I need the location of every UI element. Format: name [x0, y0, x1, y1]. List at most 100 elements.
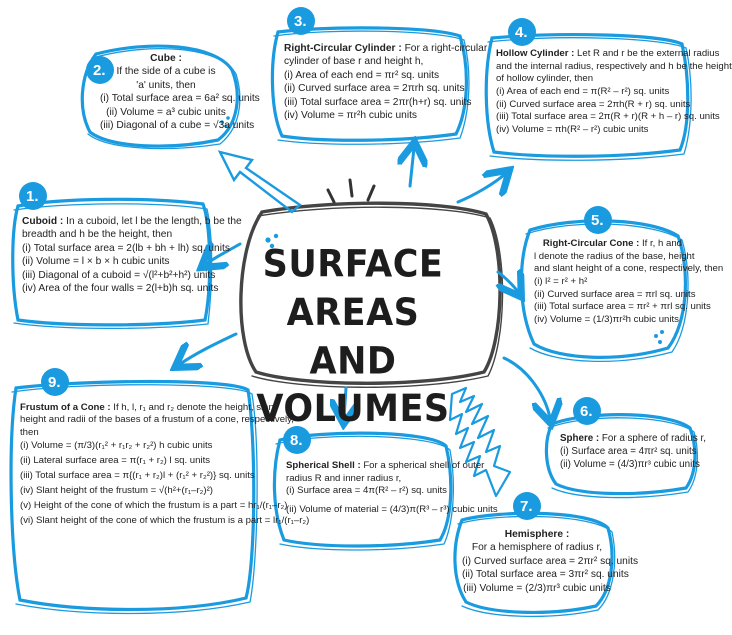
card-7-outline [453, 511, 614, 614]
main-title-line-1: SURFACE AREAS [262, 242, 444, 335]
frustum-item-3: (iii) Total surface area = π{(r₁ + r₂)l … [20, 470, 255, 482]
cone-item-1: (i) l² = r² + h² [534, 275, 588, 287]
arrow-to-cuboid [206, 244, 242, 264]
shell-heading: Spherical Shell : [286, 460, 361, 471]
sphere-item-2: (ii) Volume = (4/3)πr³ cubic units [560, 458, 700, 470]
sphere-intro-1: For a sphere of radius r, [599, 433, 706, 444]
card-3-outline [270, 26, 468, 142]
diagram-art: 1. 2. 3. 4. 5. 6. 7. 8. 9. [9, 7, 698, 618]
cone-item-2: (ii) Curved surface area = πrl sq. units [534, 288, 696, 300]
cylinder-item-3: (iii) Total surface area = 2πr(h+r) sq. … [284, 96, 472, 108]
hollow-item-4: (iv) Volume = πh(R² – r²) cubic units [496, 123, 649, 135]
cone-heading: Right-Circular Cone : [542, 238, 640, 249]
badge-3: 3. [294, 13, 307, 30]
card-spherical-shell: Spherical Shell : For a spherical shell … [286, 460, 498, 517]
cylinder-item-4: (iv) Volume = πr²h cubic units [284, 110, 418, 122]
frustum-heading: Frustum of a Cone : [20, 402, 111, 413]
shell-intro-1: For a spherical shell of outer [360, 460, 485, 471]
card-hollow-cylinder: Hollow Cylinder : Let R and r be the ext… [496, 48, 732, 137]
hemisphere-item-1: (i) Curved surface area = 2πr² sq. units [462, 555, 639, 567]
hemisphere-intro-1: For a hemisphere of radius r, [471, 542, 603, 554]
card-cylinder: Right-Circular Cylinder : For a right-ci… [284, 42, 487, 123]
cylinder-heading: Right-Circular Cylinder : [284, 43, 402, 54]
cone-item-3: (iii) Total surface area = πr² + πrl sq.… [534, 301, 711, 313]
card-4-outline [484, 33, 690, 158]
cube-item-2: (ii) Volume = a³ cubic units [106, 106, 226, 118]
hollow-item-2: (ii) Curved surface area = 2πh(R + r) sq… [496, 98, 691, 110]
frustum-item-1: (i) Volume = (π/3)(r₁² + r₁r₂ + r₂²) h c… [20, 440, 213, 452]
hollow-heading: Hollow Cylinder : [496, 48, 575, 59]
cylinder-item-1: (i) Area of each end = πr² sq. units [284, 69, 440, 81]
frustum-intro-3: then [20, 426, 39, 438]
cuboid-item-1: (i) Total surface area = 2(lb + bh + lh)… [22, 242, 230, 254]
cylinder-item-2: (ii) Curved surface area = 2πrh sq. unit… [284, 83, 465, 95]
decor-dots [220, 116, 664, 344]
badges: 1. 2. 3. 4. 5. 6. 7. 8. 9. [19, 7, 612, 520]
frustum-intro-1: If h, l, r₁ and r₂ denote the height, sl… [110, 402, 277, 413]
zigzag-arrow-to-hemisphere [448, 386, 512, 498]
cylinder-intro-2: cylinder of base r and height h, [284, 56, 424, 68]
cube-heading: Cube : [150, 53, 182, 64]
cone-intro-3: and slant height of a cone, respectively… [534, 263, 724, 275]
card-8-outline [272, 431, 453, 548]
cuboid-heading: Cuboid : [22, 216, 64, 227]
hollow-intro-3: of hollow cylinder, then [496, 73, 594, 85]
main-title-line-2: AND VOLUMES [256, 339, 450, 432]
frustum-item-6: (vi) Slant height of the cone of which t… [20, 514, 310, 526]
cuboid-item-4: (iv) Area of the four walls = 2(l+b)h sq… [22, 283, 219, 295]
frustum-item-2: (ii) Lateral surface area = π(r₁ + r₂) l… [20, 455, 211, 467]
cube-intro-2: 'a' units, then [136, 79, 196, 91]
shell-intro-2: radius R and inner radius r, [286, 472, 402, 484]
card-hemisphere: Hemisphere : For a hemisphere of radius … [462, 528, 639, 595]
shell-item-1: (i) Surface area = 4π(R² – r²) sq. units [286, 485, 447, 497]
card-sphere: Sphere : For a sphere of radius r, (i) S… [560, 433, 706, 472]
main-title: SURFACE AREAS AND VOLUMES [228, 241, 478, 435]
badge-8: 8. [290, 432, 303, 449]
card-5-outline [519, 219, 687, 359]
arrows [180, 148, 550, 418]
badge-9: 9. [48, 374, 61, 391]
arrow-to-cube [217, 150, 302, 214]
arrow-to-cylinder [410, 148, 414, 188]
sphere-item-1: (i) Surface area = 4πr² sq. units [560, 445, 697, 457]
cone-item-4: (iv) Volume = (1/3)πr²h cubic units [534, 313, 679, 325]
cuboid-intro-1: In a cuboid, let l be the length, b be t… [63, 216, 242, 227]
card-1-outline [11, 197, 212, 327]
center-bubble-outline [239, 201, 502, 385]
card-frustum: Frustum of a Cone : If h, l, r₁ and r₂ d… [20, 402, 310, 529]
arrow-to-hollow [456, 174, 505, 204]
arrow-to-shell [344, 386, 346, 418]
sphere-heading: Sphere : [560, 433, 600, 444]
card-cone: Right-Circular Cone : If r, h and l deno… [534, 238, 724, 327]
cuboid-item-2: (ii) Volume = l × b × h cubic units [22, 256, 170, 268]
cube-intro-1: If the side of a cube is [116, 66, 216, 78]
cube-item-3: (iii) Diagonal of a cube = √3a units [100, 120, 255, 132]
frustum-intro-2: height and radii of the bases of a frust… [20, 414, 294, 426]
arrow-to-cone [498, 272, 518, 292]
cuboid-intro-2: breadth and h be the height, then [22, 229, 173, 241]
card-cuboid: Cuboid : In a cuboid, let l be the lengt… [22, 215, 242, 296]
hemisphere-item-2: (ii) Total surface area = 3πr² sq. units [462, 569, 629, 581]
frustum-item-4: (iv) Slant height of the frustum = √(h²+… [20, 484, 213, 496]
hollow-intro-2: and the internal radius, respectively an… [496, 60, 732, 72]
badge-5: 5. [591, 212, 604, 229]
card-2-outline [80, 44, 239, 148]
shell-item-2: (ii) Volume of material = (4/3)π(R³ – r³… [286, 503, 498, 515]
spark-lines [326, 178, 376, 204]
cone-intro-2: l denote the radius of the base, height [534, 250, 695, 262]
cylinder-intro-1: For a right-circular [401, 43, 488, 54]
badge-4: 4. [515, 24, 528, 41]
frustum-item-5: (v) Height of the cone of which the frus… [20, 499, 288, 511]
hollow-item-3: (iii) Total surface area = 2π(R + r)(R +… [496, 111, 720, 123]
card-6-outline [544, 413, 697, 496]
badge-6: 6. [580, 403, 593, 420]
cone-intro-1: If r, h and [639, 238, 682, 249]
badge-7: 7. [520, 498, 533, 515]
hemisphere-heading: Hemisphere : [504, 529, 570, 540]
hollow-item-1: (i) Area of each end = π(R² – r²) sq. un… [496, 85, 670, 97]
cuboid-item-3: (iii) Diagonal of a cuboid = √(l²+b²+h²)… [22, 269, 216, 281]
hemisphere-item-3: (iii) Volume = (2/3)πr³ cubic units [463, 582, 611, 594]
card-9-outline [9, 379, 256, 612]
arrow-to-frustum [180, 332, 238, 364]
card-cube: Cube : If the side of a cube is 'a' unit… [100, 52, 260, 133]
